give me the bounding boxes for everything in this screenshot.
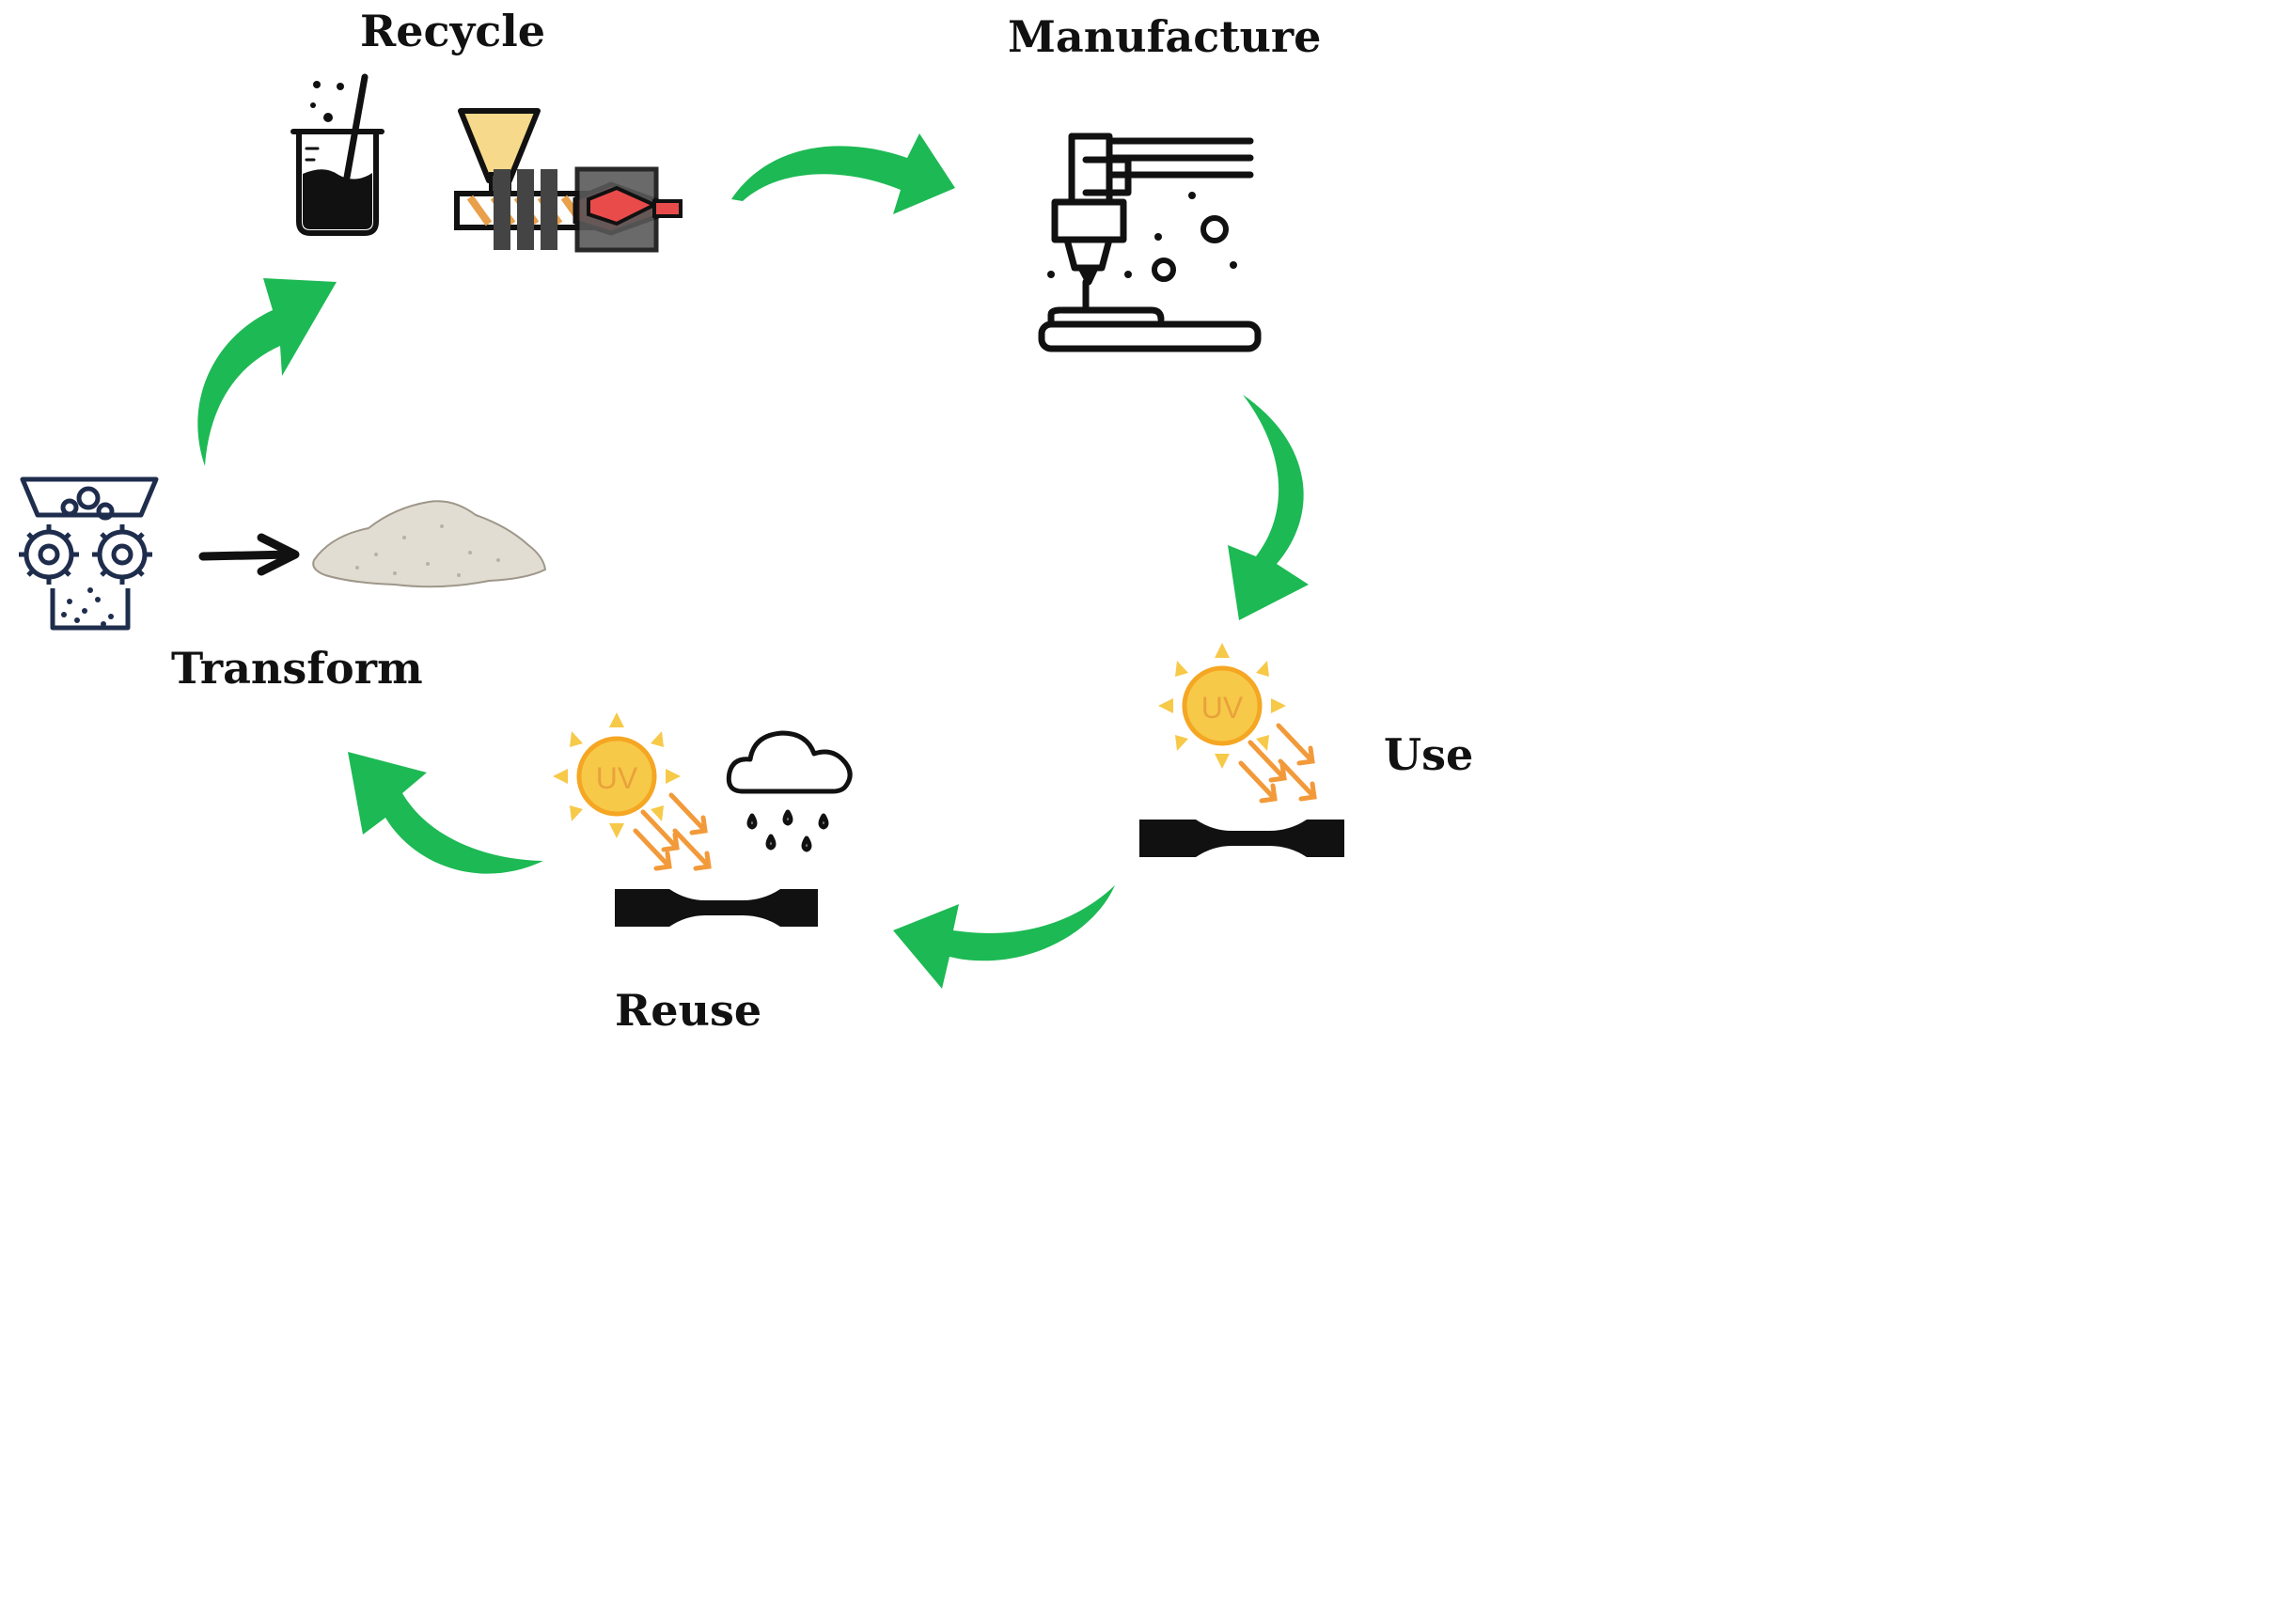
3d-printer-icon <box>1038 133 1262 352</box>
circular-economy-diagram: Recycle Manufacture Use Reuse Transform <box>0 0 1474 1043</box>
label-recycle: Recycle <box>360 6 545 56</box>
black-arrow-icon <box>198 533 300 576</box>
uv-badge: UV <box>596 761 638 795</box>
cycle-arrow-icon <box>893 885 1115 989</box>
print-particles <box>1047 192 1237 278</box>
crushed-particles <box>61 587 114 627</box>
cycle-arrow-icon <box>1228 395 1309 620</box>
uv-sun-icon: UV <box>553 712 681 838</box>
tensile-specimen-icon <box>615 889 818 927</box>
uv-rays <box>1238 723 1317 804</box>
beaker-icon <box>290 73 384 236</box>
cycle-arrow-icon <box>731 133 955 214</box>
uv-rays <box>633 792 712 871</box>
label-manufacture: Manufacture <box>1008 11 1322 62</box>
cycle-arrows <box>197 133 1309 989</box>
rain-cloud-icon <box>726 730 853 852</box>
cycle-arrow-icon <box>348 752 543 874</box>
label-use: Use <box>1384 729 1474 780</box>
powder-texture <box>355 524 500 577</box>
recycle-icons <box>290 73 683 253</box>
use-icons: UV <box>1139 643 1344 857</box>
cycle-arrow-icon <box>197 278 337 466</box>
manufacture-icons <box>1038 133 1262 352</box>
crusher-gears-icon <box>19 476 159 631</box>
label-transform: Transform <box>171 643 423 694</box>
uv-sun-icon: UV <box>1158 643 1286 769</box>
transform-icons <box>19 476 547 631</box>
reuse-icons: UV <box>553 712 853 927</box>
tensile-specimen-icon <box>1139 820 1344 857</box>
injection-extruder-icon <box>454 108 683 253</box>
label-reuse: Reuse <box>615 985 762 1036</box>
powder-pile-icon <box>312 500 547 588</box>
uv-badge: UV <box>1201 691 1244 725</box>
